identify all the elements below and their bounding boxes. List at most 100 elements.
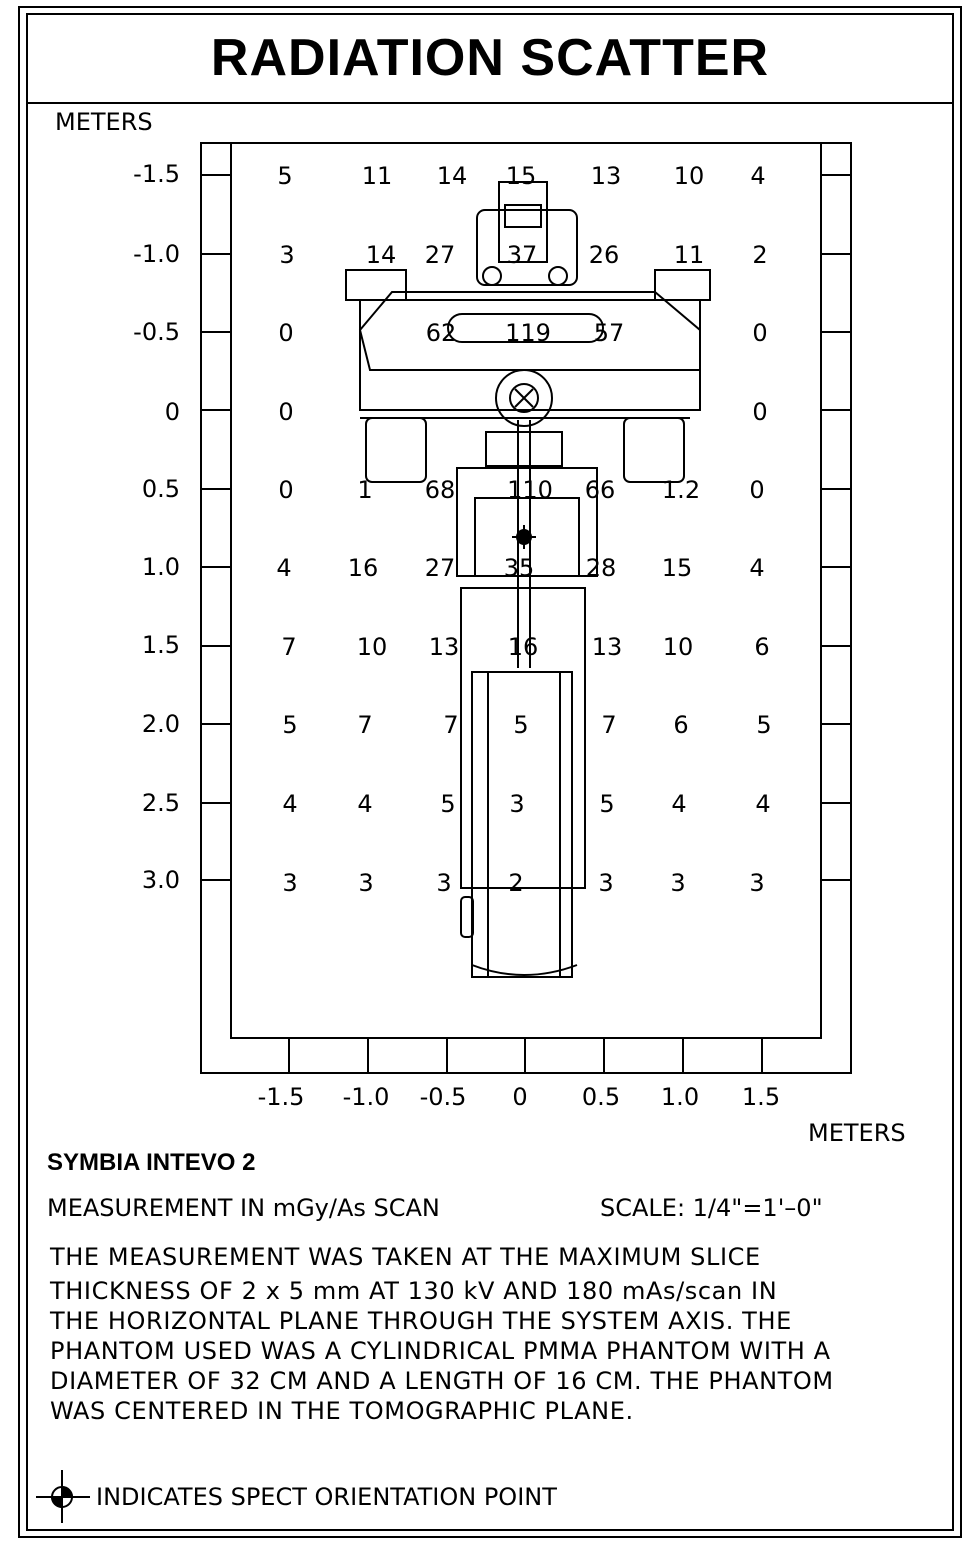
grid-value: 0 bbox=[752, 319, 768, 347]
grid-value: 5 bbox=[756, 711, 772, 739]
grid-value: 3 bbox=[509, 790, 525, 818]
grid-value: 5 bbox=[282, 711, 298, 739]
description-line: PHANTOM USED WAS A CYLINDRICAL PMMA PHAN… bbox=[50, 1337, 831, 1365]
grid-value: 0 bbox=[278, 319, 294, 347]
grid-value: 13 bbox=[428, 633, 460, 661]
y-tick-label: 1.5 bbox=[141, 631, 180, 659]
y-tick-label: 1.0 bbox=[141, 553, 180, 581]
legend-text: INDICATES SPECT ORIENTATION POINT bbox=[96, 1483, 557, 1511]
measurement-unit-note: MEASUREMENT IN mGy/As SCAN bbox=[47, 1194, 440, 1222]
grid-value: 27 bbox=[424, 554, 456, 582]
grid-value: 57 bbox=[593, 319, 625, 347]
page-title: RADIATION SCATTER bbox=[210, 29, 770, 87]
grid-value: 68 bbox=[424, 476, 456, 504]
grid-value: 3 bbox=[358, 869, 374, 897]
grid-value: 3 bbox=[749, 869, 765, 897]
x-axis-unit-label: METERS bbox=[808, 1119, 906, 1147]
model-name: SYMBIA INTEVO 2 bbox=[47, 1149, 256, 1176]
grid-value: 35 bbox=[503, 554, 535, 582]
gantry-outline bbox=[345, 181, 711, 978]
description-line: WAS CENTERED IN THE TOMOGRAPHIC PLANE. bbox=[50, 1397, 634, 1425]
grid-value: 15 bbox=[661, 554, 693, 582]
grid-value: 0 bbox=[752, 398, 768, 426]
grid-value: 66 bbox=[584, 476, 616, 504]
grid-value: 0 bbox=[749, 476, 765, 504]
description-line: THE HORIZONTAL PLANE THROUGH THE SYSTEM … bbox=[50, 1307, 792, 1335]
description-line: THICKNESS OF 2 x 5 mm AT 130 kV AND 180 … bbox=[50, 1277, 778, 1305]
grid-value: 4 bbox=[750, 162, 766, 190]
x-tick-label: -1.0 bbox=[342, 1083, 390, 1111]
grid-value: 13 bbox=[591, 633, 623, 661]
grid-value: 7 bbox=[601, 711, 617, 739]
grid-value: 14 bbox=[365, 241, 397, 269]
grid-value: 15 bbox=[505, 162, 537, 190]
outer-border bbox=[18, 6, 962, 1538]
y-axis-unit-label: METERS bbox=[55, 108, 153, 136]
grid-value: 10 bbox=[662, 633, 694, 661]
x-tick-label: 0 bbox=[512, 1083, 528, 1111]
grid-value: 4 bbox=[671, 790, 687, 818]
grid-value: 5 bbox=[277, 162, 293, 190]
y-tick-label: 0 bbox=[164, 398, 180, 426]
x-tick-marks bbox=[288, 1038, 763, 1073]
description-line: THE MEASUREMENT WAS TAKEN AT THE MAXIMUM… bbox=[50, 1243, 761, 1271]
grid-value: 0 bbox=[278, 398, 294, 426]
grid-value: 3 bbox=[282, 869, 298, 897]
y-tick-label: -1.5 bbox=[133, 160, 180, 188]
grid-value: 4 bbox=[276, 554, 292, 582]
grid-value: 6 bbox=[673, 711, 689, 739]
grid-value: 10 bbox=[356, 633, 388, 661]
grid-value: 7 bbox=[443, 711, 459, 739]
grid-value: 3 bbox=[670, 869, 686, 897]
grid-value: 13 bbox=[590, 162, 622, 190]
grid-value: 1.2 bbox=[661, 476, 701, 504]
scale-note: SCALE: 1/4"=1'–0" bbox=[600, 1194, 823, 1222]
grid-value: 4 bbox=[749, 554, 765, 582]
grid-value: 0 bbox=[278, 476, 294, 504]
grid-value: 16 bbox=[507, 633, 539, 661]
grid-value: 11 bbox=[673, 241, 705, 269]
spect-orientation-point-marker bbox=[512, 525, 536, 549]
grid-value: 3 bbox=[598, 869, 614, 897]
grid-value: 16 bbox=[347, 554, 379, 582]
y-tick-label: 0.5 bbox=[141, 475, 180, 503]
grid-value: 11 bbox=[361, 162, 393, 190]
x-tick-label: -0.5 bbox=[419, 1083, 467, 1111]
grid-value: 3 bbox=[279, 241, 295, 269]
x-tick-label: 1.5 bbox=[741, 1083, 781, 1111]
grid-value: 119 bbox=[505, 319, 551, 347]
description-line: DIAMETER OF 32 CM AND A LENGTH OF 16 CM.… bbox=[50, 1367, 834, 1395]
grid-value: 7 bbox=[357, 711, 373, 739]
grid-value: 4 bbox=[282, 790, 298, 818]
grid-value: 14 bbox=[436, 162, 468, 190]
grid-value: 4 bbox=[357, 790, 373, 818]
y-tick-label: -1.0 bbox=[133, 240, 180, 268]
y-tick-label: -0.5 bbox=[133, 318, 180, 346]
grid-value: 28 bbox=[585, 554, 617, 582]
y-tick-label: 3.0 bbox=[141, 866, 180, 894]
grid-value: 3 bbox=[436, 869, 452, 897]
y-tick-label: 2.0 bbox=[141, 710, 180, 738]
grid-value: 62 bbox=[425, 319, 457, 347]
x-tick-label: 1.0 bbox=[660, 1083, 700, 1111]
x-tick-label: -1.5 bbox=[257, 1083, 305, 1111]
grid-value: 7 bbox=[281, 633, 297, 661]
y-tick-label: 2.5 bbox=[141, 789, 180, 817]
grid-value: 2 bbox=[752, 241, 768, 269]
grid-value: 5 bbox=[599, 790, 615, 818]
grid-value: 110 bbox=[507, 476, 553, 504]
grid-value: 1 bbox=[357, 476, 373, 504]
y-tick-marks bbox=[201, 174, 851, 881]
grid-value: 10 bbox=[673, 162, 705, 190]
grid-value: 26 bbox=[588, 241, 620, 269]
grid-value: 5 bbox=[513, 711, 529, 739]
inner-border bbox=[26, 13, 954, 1531]
title-divider bbox=[26, 102, 954, 104]
grid-value: 4 bbox=[755, 790, 771, 818]
grid-value: 37 bbox=[506, 241, 538, 269]
grid-value: 6 bbox=[754, 633, 770, 661]
x-tick-label: 0.5 bbox=[581, 1083, 621, 1111]
grid-value: 5 bbox=[440, 790, 456, 818]
plot-frame bbox=[200, 142, 852, 1074]
